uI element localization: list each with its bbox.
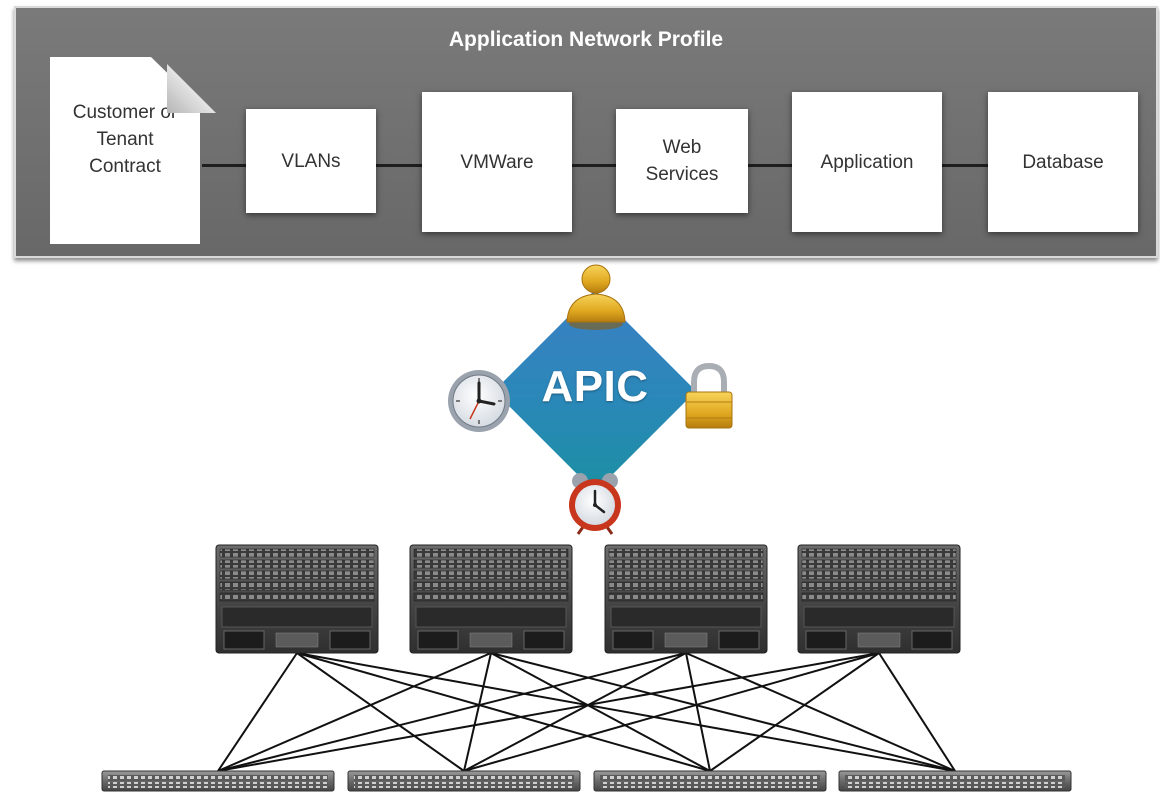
- box-vlans: VLANs: [246, 109, 376, 213]
- box-vmware: VMWare: [422, 92, 572, 232]
- spine-switches: [215, 544, 961, 654]
- leaf-switches: [101, 770, 1072, 792]
- link-application-database: [942, 164, 990, 167]
- spine-switch: [409, 544, 573, 654]
- link-contract-vlans: [202, 164, 248, 167]
- spine-switch: [797, 544, 961, 654]
- spine-switch: [215, 544, 379, 654]
- profile-title: Application Network Profile: [448, 28, 724, 51]
- lock-icon: [685, 362, 733, 429]
- link-vlans-vmware: [376, 164, 424, 167]
- box-vmware-label: VMWare: [460, 151, 534, 173]
- leaf-switch: [838, 770, 1072, 792]
- box-application-label: Application: [820, 151, 914, 173]
- box-application: Application: [792, 92, 942, 232]
- spine-switch: [604, 544, 768, 654]
- alarm-clock-icon: [569, 473, 621, 535]
- fabric-link: [685, 652, 956, 772]
- fabric-link: [463, 652, 880, 772]
- user-icon: [566, 264, 626, 330]
- fabric-link: [490, 652, 711, 772]
- fabric-link: [296, 652, 711, 772]
- fabric-link: [490, 652, 956, 772]
- fabric-links: [217, 652, 956, 772]
- leaf-switch: [101, 770, 335, 792]
- link-vmware-webservices: [572, 164, 618, 167]
- fabric-link: [878, 652, 956, 772]
- leaf-switch: [593, 770, 827, 792]
- application-network-profile-panel: Application Network Profile Customer or …: [14, 6, 1158, 258]
- fabric-link: [463, 652, 492, 772]
- fabric-link: [217, 652, 298, 772]
- fabric-link: [709, 652, 880, 772]
- link-webservices-application: [748, 164, 794, 167]
- fabric-link: [217, 652, 687, 772]
- box-database-label: Database: [1022, 151, 1104, 173]
- fabric-link: [685, 652, 711, 772]
- fabric-link: [217, 652, 880, 772]
- box-web-services-label: Web Services: [645, 137, 719, 185]
- fabric-link: [463, 652, 687, 772]
- fabric-link: [217, 652, 492, 772]
- box-database: Database: [988, 92, 1138, 232]
- leaf-switch: [347, 770, 581, 792]
- fabric-link: [296, 652, 956, 772]
- apic-diamond: [494, 290, 696, 492]
- fabric-link: [296, 652, 465, 772]
- box-web-services: Web Services: [616, 109, 748, 213]
- clock-icon: [448, 370, 510, 432]
- apic-label: APIC: [541, 362, 649, 411]
- box-vlans-label: VLANs: [281, 150, 341, 172]
